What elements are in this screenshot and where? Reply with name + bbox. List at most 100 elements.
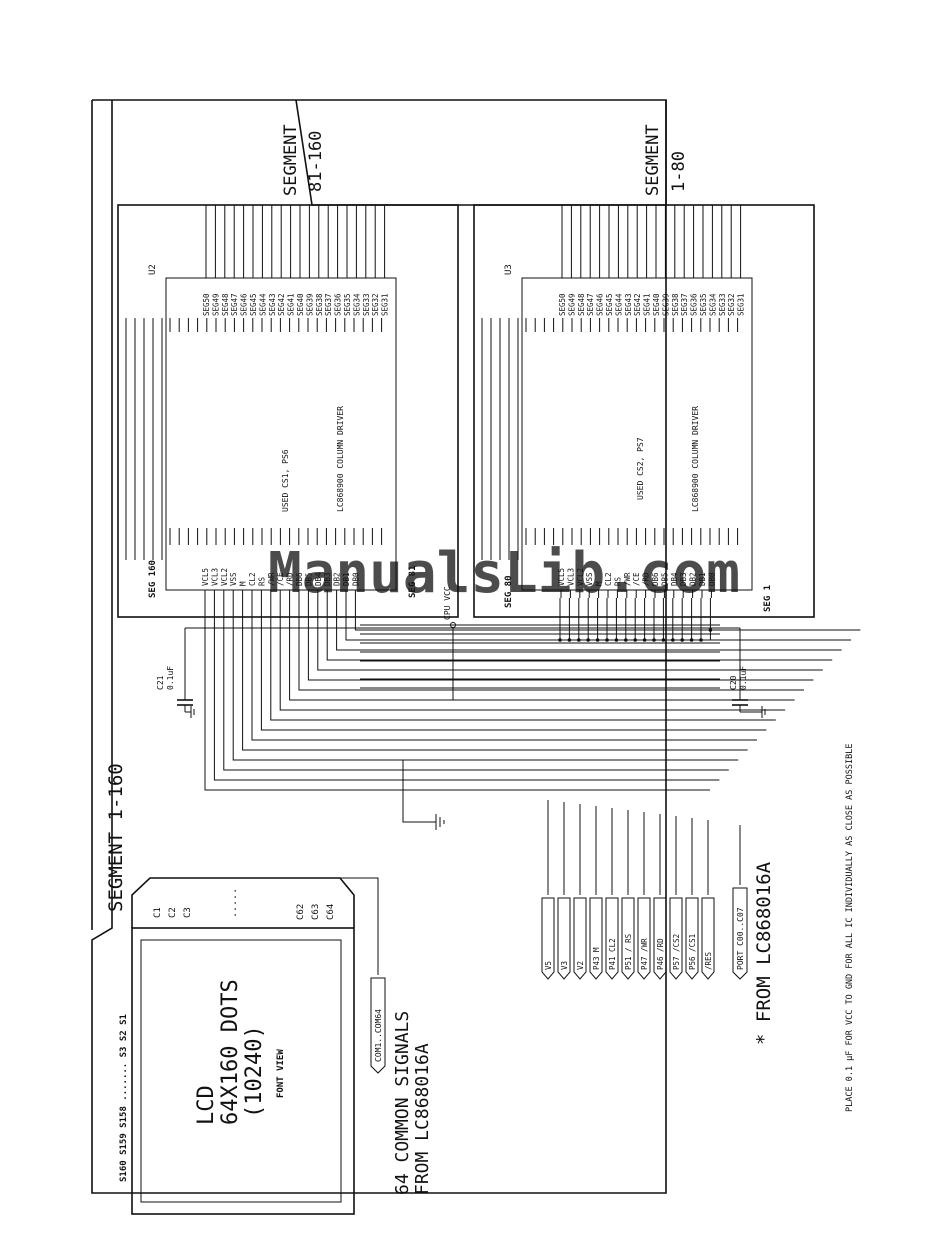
u2-cap-val: 0.1uF	[166, 666, 175, 690]
u3-pin-label: DB1	[698, 572, 707, 586]
u3-seg-label: SEG42	[633, 293, 642, 316]
u2-seg-label: SEG33	[362, 293, 371, 316]
lcd-panel: LCD 64X160 DOTS (10240) FONT VIEW S160 S…	[119, 877, 386, 1215]
lcd-com-c64: C64	[326, 904, 336, 920]
u2-pin-label: VCL5	[201, 568, 210, 586]
u2-pin-label: M	[239, 581, 248, 586]
common-signals-1: 64 COMMON SIGNALS	[392, 1011, 413, 1195]
u2-seg-label: SEG49	[211, 293, 220, 316]
u3-pin-label: VCL3	[566, 568, 575, 586]
u3-seg-bottom: SEG 1	[763, 585, 773, 612]
u3-decoupling-cap	[732, 628, 766, 718]
u3-cap-val: 0.1uF	[739, 666, 748, 690]
u2-pin-label: /RD	[286, 572, 295, 586]
connector-body	[701, 897, 715, 980]
u3-seg-label: SEG47	[586, 293, 595, 316]
footnote: PLACE 0.1 µF FOR VCC TO GND FOR ALL IC I…	[845, 744, 855, 1112]
connector-body	[637, 897, 651, 980]
u3-seg-top: SEG 80	[504, 575, 514, 608]
u3-pin-label: VCL2	[576, 568, 585, 586]
u2-ref: U2	[148, 264, 158, 275]
signal-bus	[185, 598, 861, 791]
u2-seg-label: SEG50	[202, 293, 211, 316]
u3-module: U3 SEG 80 SEG 1 USED CS2, PS7 LC868900 C…	[473, 204, 815, 690]
u2-seg-label: SEG48	[221, 293, 230, 316]
u2-seg-label: SEG47	[230, 293, 239, 316]
u2-seg-label: SEG42	[277, 293, 286, 316]
bus-wire	[354, 598, 861, 631]
u2-pin-label: DB4	[314, 572, 323, 586]
connector-label: P41 CL2	[608, 938, 617, 970]
watermark: ManualsLib.com	[268, 541, 740, 606]
u3-seg-label: SEG37	[680, 293, 689, 316]
bus-wire	[213, 598, 720, 781]
u2-name: LC868900 COLUMN DRIVER	[336, 406, 345, 512]
u3-seg-label: SEG41	[643, 293, 652, 316]
u3-seg-label: SEG31	[737, 293, 746, 316]
u3-pin-label: DB3	[679, 572, 688, 586]
u2-seg-label: SEG38	[315, 293, 324, 316]
connector-body	[573, 897, 587, 980]
u3-seg-label: SEG50	[558, 293, 567, 316]
common-signals-2: FROM LC868016A	[412, 1043, 433, 1195]
u3-pin-label: DB2	[689, 572, 698, 586]
connector-body	[589, 897, 603, 980]
u3-pin-label: VCL5	[557, 568, 566, 586]
bus-wire	[279, 598, 786, 711]
u2-pin-label: CL2	[248, 572, 257, 586]
com-bus-line	[340, 877, 379, 975]
lcd-view: FONT VIEW	[276, 1049, 286, 1098]
u2-seg-label: SEG45	[249, 293, 258, 316]
u2-decoupling-cap	[177, 628, 195, 718]
connector-label: P47 /WR	[640, 938, 649, 970]
connector-body	[621, 897, 635, 980]
connector-label: V3	[560, 961, 569, 970]
u3-pin-label: DB0	[707, 572, 716, 586]
u2-segment-divider	[295, 99, 666, 206]
u3-seg-label: SEG46	[596, 293, 605, 316]
lcd-title-3: (10240)	[242, 1025, 267, 1118]
bus-wire	[251, 598, 757, 741]
u3-pin-label: /CE	[632, 572, 641, 586]
u2-seg-label: SEG36	[334, 293, 343, 316]
u3-pin-label: /RD	[642, 572, 651, 586]
connector-label: P51 / RS	[624, 933, 633, 970]
lcd-seg-labels: S160 S159 S158 ....... S3 S2 S1	[119, 1014, 129, 1182]
lcd-com-c1: C1	[153, 907, 163, 918]
connector-body	[669, 897, 683, 980]
lcd-com-c2: C2	[168, 907, 178, 918]
u2-seg-label: SEG44	[258, 293, 267, 316]
lcd-screen	[140, 939, 342, 1203]
connector-body	[541, 897, 555, 980]
com-connector-label: COM1..COM64	[374, 1009, 383, 1062]
u2-pin-label: DB5	[304, 572, 313, 586]
u2-pin-label: DB6	[295, 572, 304, 586]
u3-seg-label: SEG45	[605, 293, 614, 316]
segment-u2-range: 81-160	[306, 131, 326, 192]
u3-seg-label: SEG33	[718, 293, 727, 316]
u3-seg-label: SEG38	[671, 293, 680, 316]
u2-pin-label: /CE	[276, 572, 285, 586]
lcd-com-c62: C62	[296, 904, 306, 920]
u3-pin-label: /WR	[623, 572, 632, 586]
port-connector: PORT C00..C07	[732, 825, 748, 980]
u2-seg-label: SEG35	[343, 293, 352, 316]
connector-label: V2	[576, 961, 585, 970]
u3-seg-label: SEG36	[690, 293, 699, 316]
u3-pin-label: DB4	[670, 572, 679, 586]
u3-seg-label: SEG43	[624, 293, 633, 316]
u2-pin-label: DB1	[342, 572, 351, 586]
u2-board	[117, 204, 459, 618]
u3-seg-label: SEG48	[577, 293, 586, 316]
port-connector-label: PORT C00..C07	[736, 907, 745, 970]
u2-pin-label: DB2	[333, 572, 342, 586]
u2-pin-label: DB3	[323, 572, 332, 586]
u3-seg-label: SEG35	[699, 293, 708, 316]
connector-label: P57 /CS2	[672, 934, 681, 970]
u2-pin-label: DB0	[351, 572, 360, 586]
bus-wire	[298, 598, 804, 691]
u3-pin-label: DB6	[651, 572, 660, 586]
u3-seg-label: SEG39	[661, 293, 670, 316]
